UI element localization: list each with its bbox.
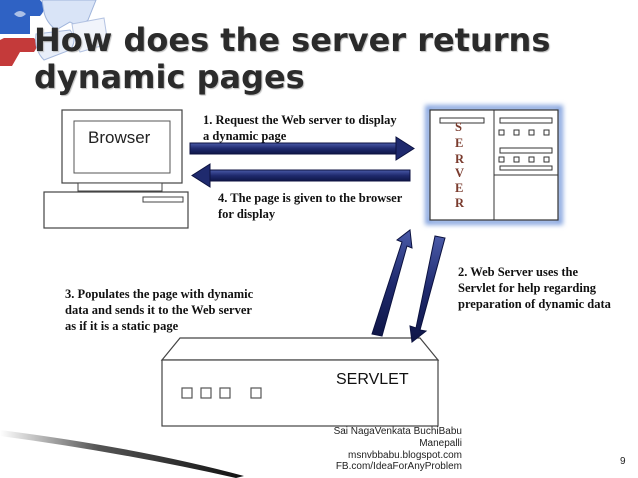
puzzle-pieces-icon [0, 0, 110, 70]
step-3-line-1: 3. Populates the page with dynamic [65, 287, 254, 301]
server-letter-1: S [455, 120, 462, 134]
server-letter-4: V [455, 166, 465, 180]
server-letter-2: E [455, 136, 464, 150]
step-4-line-1: 4. The page is given to the browser [218, 191, 403, 205]
servlet-box-icon [160, 337, 440, 427]
slide-title-line-2: dynamic pages [34, 58, 305, 96]
step-2-line-3: preparation of dynamic data [458, 297, 611, 311]
step-1-line-1: 1. Request the Web server to display [203, 113, 397, 127]
step-2-line-2: Servlet for help regarding [458, 281, 597, 295]
browser-label: Browser [88, 128, 151, 147]
credit-line-2: Manepalli [419, 438, 462, 449]
slide-title: How does the server returns dynamic page… [34, 22, 624, 96]
slide-title-line-1: How does the server returns [34, 21, 551, 59]
server-letter-3: R [455, 152, 465, 166]
step-4-line-2: for display [218, 207, 276, 221]
step-4-text: 4. The page is given to the browser for … [218, 190, 402, 222]
web-server-icon [425, 105, 563, 225]
bottom-swoosh-decoration [0, 430, 244, 478]
arrow-servlet-to-server [371, 229, 413, 337]
page-number: 9 [620, 456, 626, 467]
server-letter-5: E [455, 181, 464, 195]
server-letter-6: R [455, 196, 465, 210]
step-3-line-3: as if it is a static page [65, 319, 179, 333]
arrow-request-right [189, 136, 415, 161]
browser-computer-icon [43, 109, 189, 229]
arrow-server-to-servlet [409, 235, 446, 343]
arrow-response-left [191, 163, 411, 188]
credit-line-1: Sai NagaVenkata BuchiBabu [333, 426, 462, 437]
credit-line-3: msnvbbabu.blogspot.com [348, 450, 462, 461]
step-3-line-2: data and sends it to the Web server [65, 303, 252, 317]
step-1-line-2: a dynamic page [203, 129, 287, 143]
step-3-text: 3. Populates the page with dynamic data … [65, 286, 253, 334]
credit-line-4: FB.com/IdeaForAnyProblem [335, 461, 462, 472]
step-1-text: 1. Request the Web server to display a d… [203, 112, 397, 144]
step-2-text: 2. Web Server uses the Servlet for help … [458, 264, 611, 312]
servlet-label: SERVLET [336, 371, 409, 388]
step-2-line-1: 2. Web Server uses the [458, 265, 579, 279]
